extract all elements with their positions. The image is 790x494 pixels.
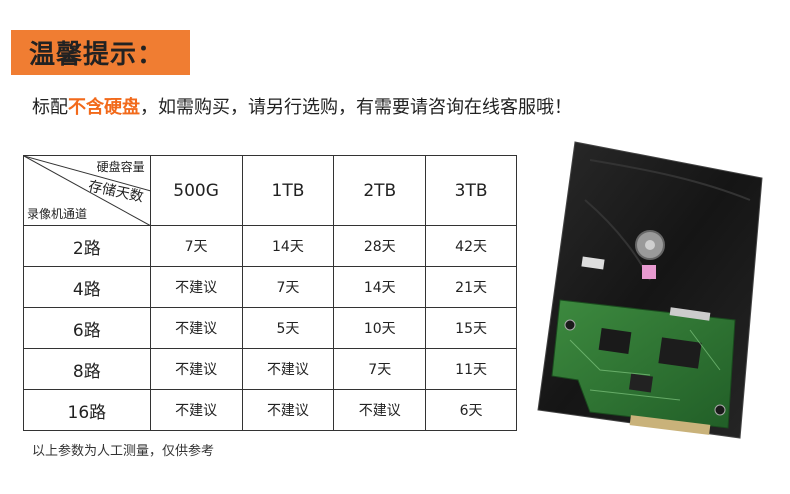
corner-channels-label: 录像机通道 [27,207,88,221]
corner-diagonal-lines [24,156,151,226]
column-header: 3TB [425,155,517,226]
corner-header-cell: 硬盘容量 存储天数 录像机通道 [23,155,151,226]
notice-title-badge: 温馨提示： [11,30,190,75]
table-cell: 不建议 [241,348,335,390]
table-cell: 不建议 [333,389,427,431]
table-cell: 14天 [333,266,427,308]
row-header-channel: 4路 [23,266,151,308]
table-cell: 不建议 [149,266,243,308]
column-header: 500G [149,155,243,226]
row-header-channel: 8路 [23,348,151,390]
row-header-channel: 2路 [23,225,151,267]
table-row: 6路 不建议 5天 10天 15天 [23,307,517,349]
table-cell: 21天 [425,266,517,308]
table-cell: 15天 [425,307,517,349]
footnote: 以上参数为人工测量，仅供参考 [32,444,215,459]
table-cell: 7天 [241,266,335,308]
hard-disk-drive-image [537,141,763,439]
table-cell: 14天 [241,225,335,267]
table-cell: 7天 [333,348,427,390]
table-cell: 不建议 [241,389,335,431]
table-header-row: 硬盘容量 存储天数 录像机通道 500G 1TB 2TB 3TB [23,155,517,226]
table-cell: 10天 [333,307,427,349]
notice-text: 标配不含硬盘，如需购买，请另行选购，有需要请咨询在线客服哦！ [32,93,572,119]
storage-days-table: 硬盘容量 存储天数 录像机通道 500G 1TB 2TB 3TB 2路 7天 1… [23,155,517,431]
table-cell: 28天 [333,225,427,267]
table-cell: 不建议 [149,389,243,431]
row-header-channel: 6路 [23,307,151,349]
table-cell: 6天 [425,389,517,431]
table-cell: 7天 [149,225,243,267]
table-cell: 5天 [241,307,335,349]
notice-highlight: 不含硬盘 [68,97,140,118]
row-header-channel: 16路 [23,389,151,431]
table-row: 8路 不建议 不建议 7天 11天 [23,348,517,390]
table-cell: 42天 [425,225,517,267]
notice-suffix: ，如需购买，请另行选购，有需要请咨询在线客服哦！ [140,97,572,118]
table-row: 16路 不建议 不建议 不建议 6天 [23,389,517,431]
table-cell: 不建议 [149,307,243,349]
column-header: 2TB [333,155,427,226]
corner-capacity-label: 硬盘容量 [96,160,145,174]
column-header: 1TB [241,155,335,226]
table-row: 4路 不建议 7天 14天 21天 [23,266,517,308]
table-row: 2路 7天 14天 28天 42天 [23,225,517,267]
table-cell: 11天 [425,348,517,390]
notice-title: 温馨提示： [29,40,165,70]
notice-prefix: 标配 [32,97,68,118]
table-cell: 不建议 [149,348,243,390]
